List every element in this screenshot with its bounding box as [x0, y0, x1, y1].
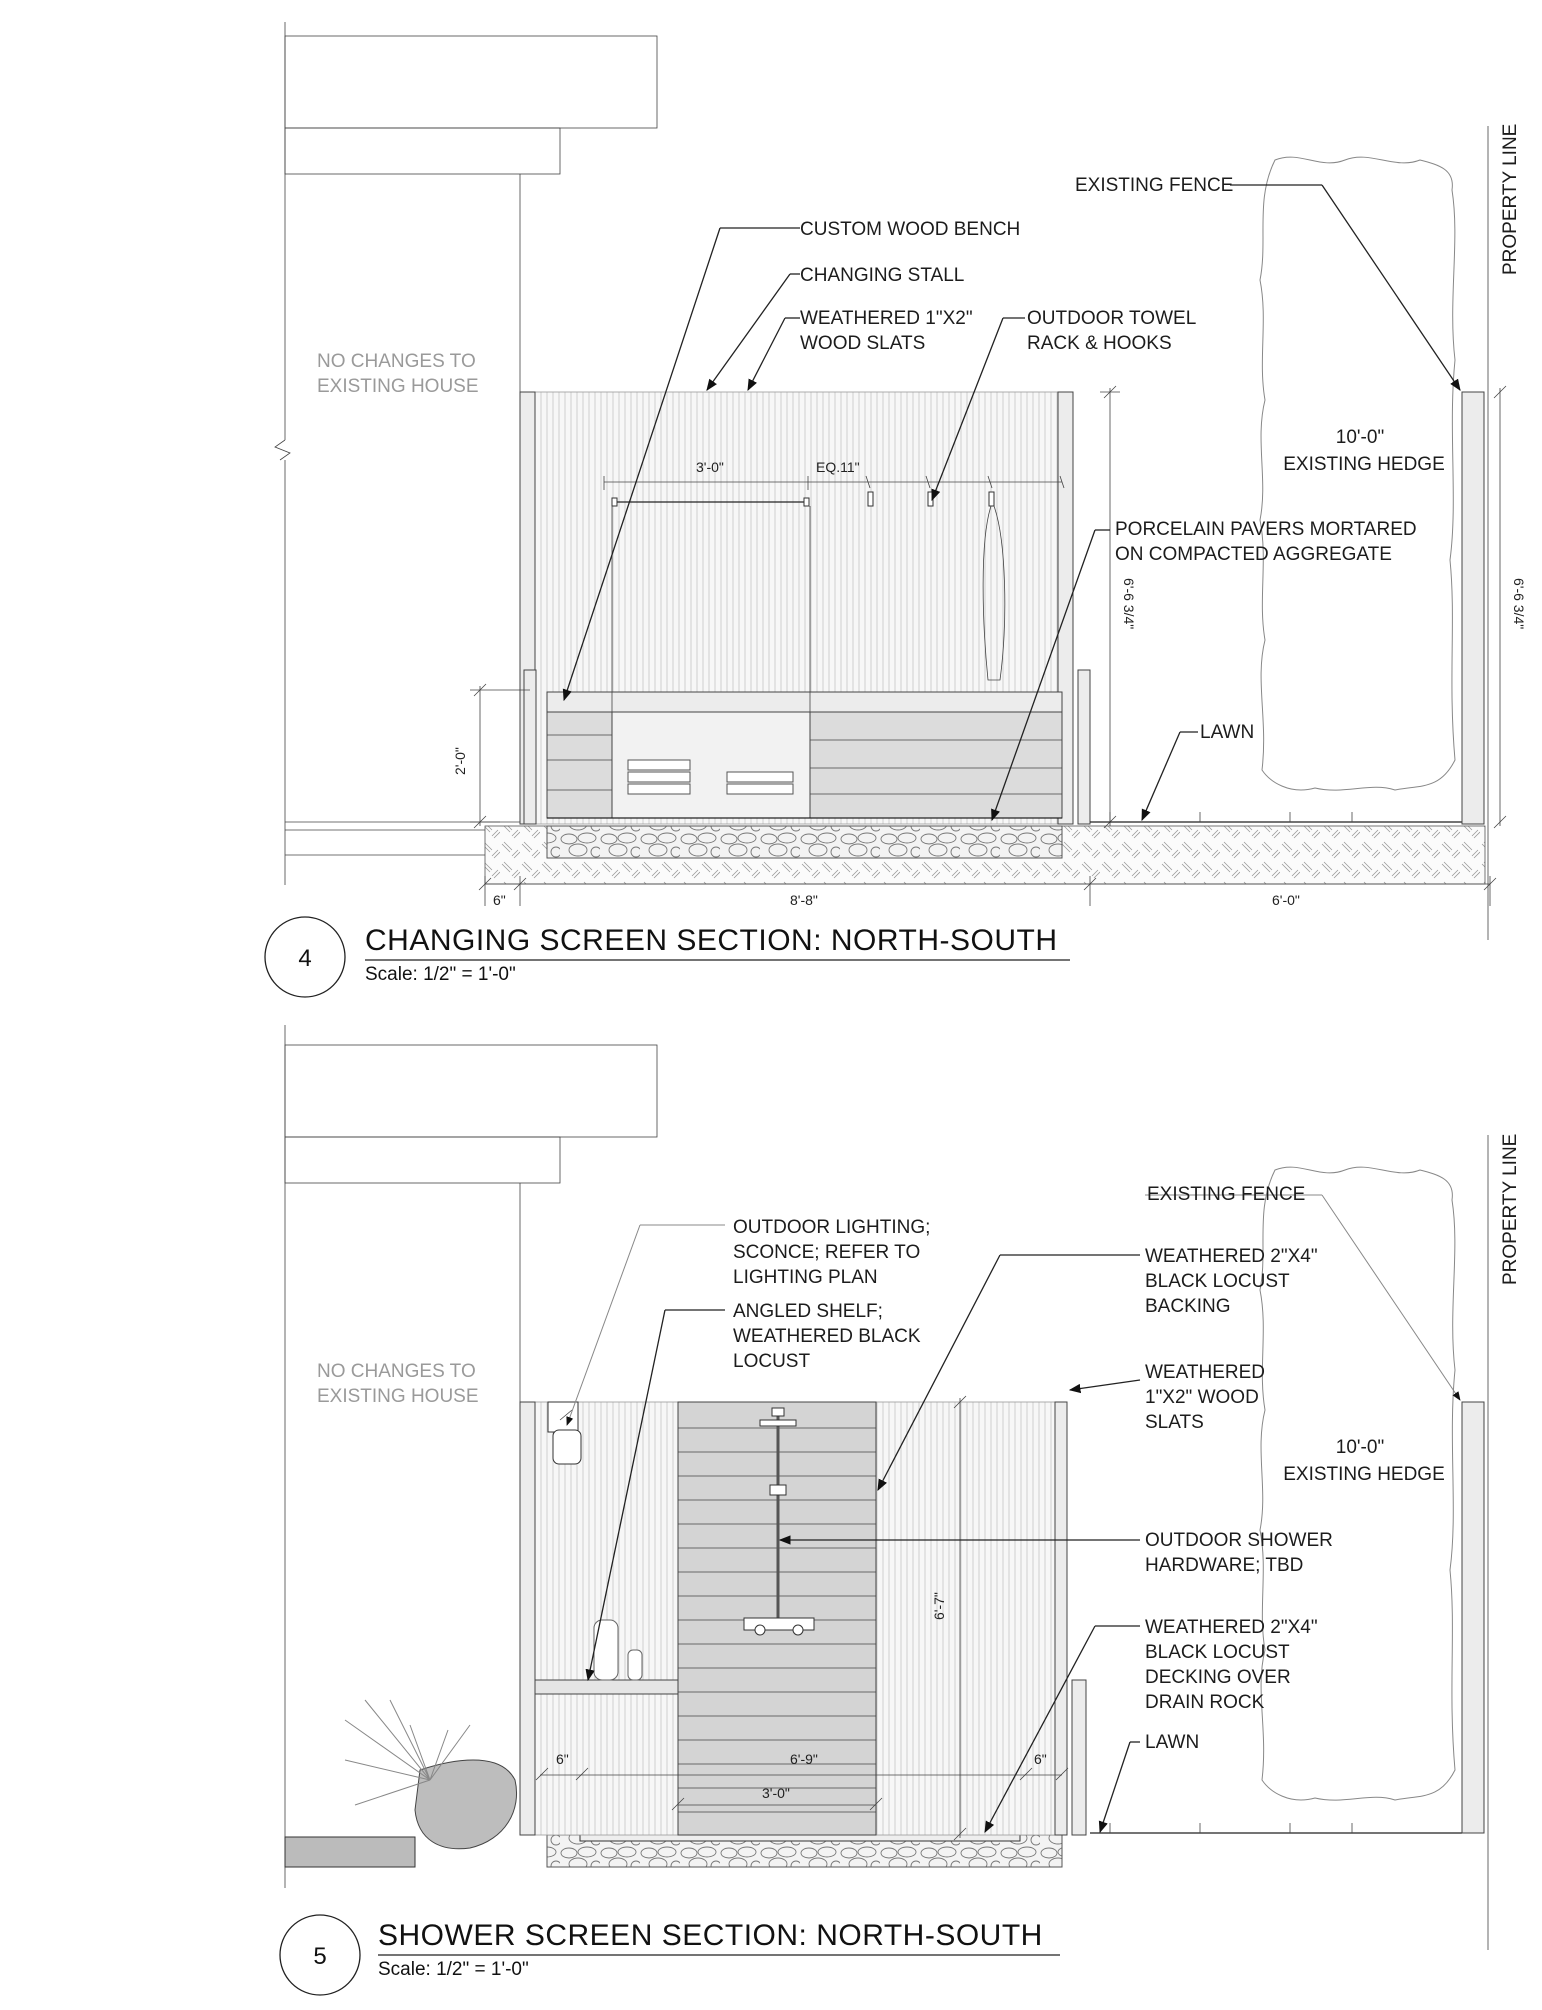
- existing-fence-5: [1461, 1401, 1485, 1834]
- post-right-5: [1054, 1401, 1068, 1836]
- label-pavers-line-2: ON COMPACTED AGGREGATE: [1115, 544, 1392, 565]
- towel-rack-4: [611, 491, 1006, 712]
- section-scale-4: Scale: 1/2" = 1'-0": [365, 964, 516, 985]
- right-height-dim-4: [1493, 385, 1507, 829]
- low-post-left-4: [523, 669, 537, 825]
- label-decking-line-3: DECKING OVER: [1145, 1667, 1291, 1688]
- label-changing-stall: CHANGING STALL: [800, 265, 964, 286]
- label-slats-line-1-5: WEATHERED: [1145, 1362, 1265, 1383]
- dim-eq: EQ.11": [816, 459, 860, 475]
- section-title-5: SHOWER SCREEN SECTION: NORTH-SOUTH: [378, 1919, 1043, 1952]
- bottom-dims-4: [478, 876, 1497, 906]
- section-number-circle-4: [264, 916, 346, 998]
- house-note-line-1: NO CHANGES TO: [317, 351, 476, 372]
- bench-height-dim: [470, 683, 530, 829]
- label-slats-line-2: WOOD SLATS: [800, 333, 925, 354]
- dim-bench-height: 2'-0": [452, 747, 468, 775]
- label-decking-line-1: WEATHERED 2"X4": [1145, 1617, 1318, 1638]
- section-number-4: 4: [298, 945, 311, 972]
- dim-lawn-width: 6'-0": [1272, 892, 1300, 908]
- label-towel-line-2: RACK & HOOKS: [1027, 333, 1172, 354]
- plant-and-boulder: [344, 1699, 517, 1850]
- dim-rack-width: 3'-0": [696, 459, 724, 475]
- label-hardware-line-1: OUTDOOR SHOWER: [1145, 1530, 1333, 1551]
- dim-backing-width-5: 3'-0": [762, 1785, 790, 1801]
- planter-curb-5: [284, 1836, 416, 1868]
- dim-height: 6'-6 3/4": [1121, 578, 1137, 629]
- dim-height-5: 6'-7": [931, 1592, 947, 1620]
- custom-wood-bench: [546, 691, 1063, 819]
- label-backing-line-3: BACKING: [1145, 1296, 1231, 1317]
- existing-fence-4: [1461, 391, 1485, 825]
- label-towel-line-1: OUTDOOR TOWEL: [1027, 308, 1196, 329]
- label-hedge-height-5: 10'-0": [1336, 1437, 1384, 1458]
- low-post-right-4: [1077, 669, 1091, 825]
- leaders-4: [562, 184, 1461, 822]
- lawn-5: [1109, 1823, 1353, 1833]
- label-existing-fence-5: EXISTING FENCE: [1147, 1184, 1305, 1205]
- shower-hardware: [743, 1407, 815, 1636]
- label-property-line-5: PROPERTY LINE: [1500, 1134, 1521, 1285]
- section-number-5: 5: [313, 1943, 326, 1970]
- label-backing-line-1: WEATHERED 2"X4": [1145, 1246, 1318, 1267]
- height-dim-5: [953, 1395, 967, 1841]
- label-slats-line-3-5: SLATS: [1145, 1412, 1204, 1433]
- dim-right-offset-5: 6": [1034, 1751, 1047, 1767]
- section-4-changing-screen: NO CHANGES TO EXISTING HOUSE: [264, 22, 1527, 998]
- height-dim-4: [1100, 385, 1120, 829]
- rack-dim-4: [603, 475, 1065, 490]
- section-title-4: CHANGING SCREEN SECTION: NORTH-SOUTH: [365, 924, 1058, 957]
- label-lighting-line-2: SCONCE; REFER TO: [733, 1242, 920, 1263]
- existing-hedge-5: [1259, 1166, 1456, 1801]
- label-decking-line-2: BLACK LOCUST: [1145, 1642, 1290, 1663]
- angled-shelf: [534, 1619, 679, 1695]
- label-shelf-line-3: LOCUST: [733, 1351, 810, 1372]
- dim-height-right: 6'-6 3/4": [1511, 578, 1527, 629]
- house-note-line-2: EXISTING HOUSE: [317, 376, 479, 397]
- label-custom-wood-bench: CUSTOM WOOD BENCH: [800, 219, 1020, 240]
- label-backing-line-2: BLACK LOCUST: [1145, 1271, 1290, 1292]
- dim-width: 8'-8": [790, 892, 818, 908]
- leaders-5: [566, 1194, 1461, 1834]
- dim-left-offset: 6": [493, 892, 506, 908]
- house-note-line-1-5: NO CHANGES TO: [317, 1361, 476, 1382]
- label-lawn: LAWN: [1200, 722, 1254, 743]
- stone-aggregate-4: [546, 825, 1063, 859]
- bottom-dims-5: [535, 1767, 1069, 1811]
- label-existing-fence: EXISTING FENCE: [1075, 175, 1233, 196]
- label-lighting-line-3: LIGHTING PLAN: [733, 1267, 878, 1288]
- label-property-line: PROPERTY LINE: [1500, 124, 1521, 275]
- label-slats-line-1: WEATHERED 1"X2": [800, 308, 973, 329]
- label-shelf-line-1: ANGLED SHELF;: [733, 1301, 883, 1322]
- dim-left-offset-5: 6": [556, 1751, 569, 1767]
- section-5-shower-screen: NO CHANGES TO EXISTING HOUSE: [279, 1025, 1521, 1996]
- label-pavers-line-1: PORCELAIN PAVERS MORTARED: [1115, 519, 1417, 540]
- label-existing-hedge: EXISTING HEDGE: [1283, 454, 1445, 475]
- label-slats-line-2-5: 1"X2" WOOD: [1145, 1387, 1259, 1408]
- house-note-line-2-5: EXISTING HOUSE: [317, 1386, 479, 1407]
- section-scale-5: Scale: 1/2" = 1'-0": [378, 1959, 529, 1980]
- post-left-5: [519, 1401, 536, 1836]
- label-shelf-line-2: WEATHERED BLACK: [733, 1326, 921, 1347]
- label-hedge-height: 10'-0": [1336, 427, 1384, 448]
- low-post-right-5: [1071, 1679, 1087, 1836]
- label-hardware-line-2: HARDWARE; TBD: [1145, 1555, 1303, 1576]
- existing-hedge-4: [1259, 156, 1456, 791]
- section-number-circle-5: [279, 1914, 361, 1996]
- label-lighting-line-1: OUTDOOR LIGHTING;: [733, 1217, 930, 1238]
- label-lawn-5: LAWN: [1145, 1732, 1199, 1753]
- dim-span-5: 6'-9": [790, 1751, 818, 1767]
- label-decking-line-4: DRAIN ROCK: [1145, 1692, 1265, 1713]
- lawn-4: [1090, 812, 1462, 823]
- label-existing-hedge-5: EXISTING HEDGE: [1283, 1464, 1445, 1485]
